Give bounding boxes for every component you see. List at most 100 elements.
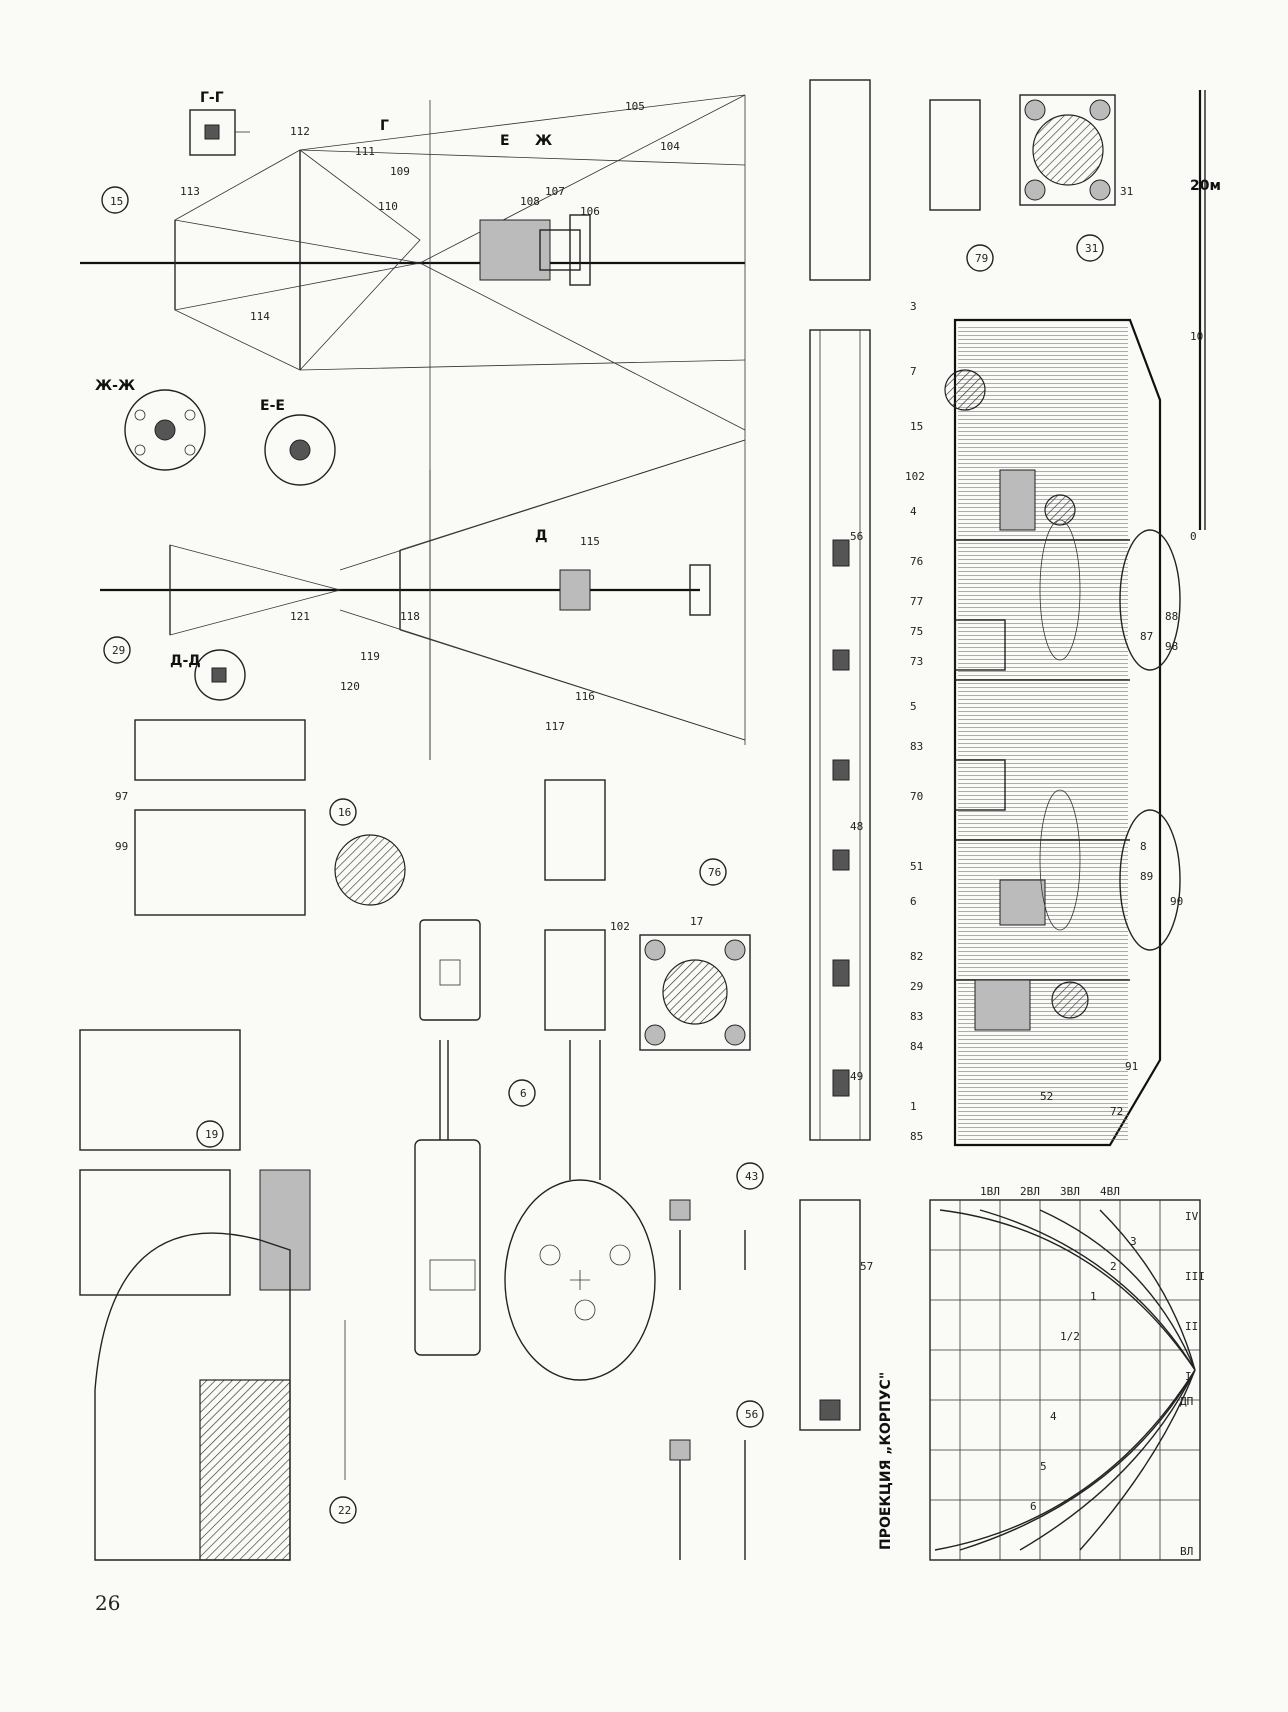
plan-callout-88: 88: [1165, 610, 1178, 623]
callout-121: 121: [290, 610, 310, 623]
plan-callout-89: 89: [1140, 870, 1153, 883]
circled-31: 31: [1085, 242, 1098, 255]
section-d-d: [194, 649, 246, 701]
plan-callout-51: 51: [910, 860, 923, 873]
circled-76: 76: [708, 866, 721, 879]
body-line-1VL: 1ВЛ: [980, 1185, 1000, 1198]
callout-110: 110: [378, 200, 398, 213]
callout-113: 113: [180, 185, 200, 198]
plan-callout-6: 6: [910, 895, 917, 908]
label-section-dd: Д-Д: [170, 653, 201, 669]
searchlight-box: [419, 919, 481, 1021]
plan-callout-90: 90: [1170, 895, 1183, 908]
section-e-e: [264, 414, 336, 486]
plan-callout-83b: 83: [910, 1010, 923, 1023]
label-section-g: Г: [380, 118, 389, 134]
callout-104: 104: [660, 140, 680, 153]
turret-side-view: [414, 1040, 481, 1356]
plan-callout-82: 82: [910, 950, 923, 963]
body-line-2: 2: [1110, 1260, 1117, 1273]
plan-callout-91: 91: [1125, 1060, 1138, 1073]
plan-callout-84: 84: [910, 1040, 924, 1053]
part-callout-17: 17: [690, 915, 703, 928]
foremast-drawing: [80, 94, 746, 440]
callout-109: 109: [390, 165, 410, 178]
body-line-2VL: 2ВЛ: [1020, 1185, 1040, 1198]
body-line-3: 3: [1130, 1235, 1137, 1248]
callout-116: 116: [575, 690, 595, 703]
part-callout-31: 31: [1120, 185, 1133, 198]
callout-111: 111: [355, 145, 375, 158]
label-section-e: Е: [500, 133, 510, 149]
page-number: 26: [95, 1591, 120, 1615]
callout-106: 106: [580, 205, 600, 218]
section-zh-zh: [124, 389, 206, 471]
plan-callout-4: 4: [910, 505, 917, 518]
callout-117: 117: [545, 720, 565, 733]
projection-title: ПРОЕКЦИЯ „КОРПУС": [878, 1372, 894, 1550]
part-19: [79, 1029, 311, 1296]
scale-label-10: 10: [1190, 330, 1203, 343]
plan-callout-7: 7: [910, 365, 917, 378]
callout-120: 120: [340, 680, 360, 693]
plan-callout-98: 98: [1165, 640, 1178, 653]
body-line-I: I: [1185, 1370, 1192, 1383]
body-line-3VL: 3ВЛ: [1060, 1185, 1080, 1198]
mainmast-drawing: [100, 439, 746, 760]
part-callout-99: 99: [115, 840, 128, 853]
plan-callout-73: 73: [910, 655, 923, 668]
circled-29: 29: [112, 644, 125, 657]
plan-callout-77: 77: [910, 595, 923, 608]
part-76: [639, 934, 751, 1051]
plan-callout-85: 85: [910, 1130, 923, 1143]
circled-79: 79: [975, 252, 988, 265]
body-plan: [929, 1199, 1201, 1561]
body-line-III: III: [1185, 1270, 1205, 1283]
small-guns: [669, 1199, 746, 1560]
plan-callout-83a: 83: [910, 740, 923, 753]
part-31: [929, 94, 1116, 211]
body-line-5: 5: [1040, 1460, 1047, 1473]
plan-callout-52: 52: [1040, 1090, 1053, 1103]
callout-108: 108: [520, 195, 540, 208]
body-line-4VL: 4ВЛ: [1100, 1185, 1120, 1198]
callout-115: 115: [580, 535, 600, 548]
callout-107: 107: [545, 185, 565, 198]
part-callout-57: 57: [860, 1260, 873, 1273]
circled-56: 56: [745, 1408, 758, 1421]
plan-callout-87: 87: [1140, 630, 1153, 643]
part-22-bridge: [94, 1232, 346, 1561]
labels: Г-Г Ж-Ж Е-Е Д-Д Г Е Ж Д 15 29 16 19 22 6…: [95, 90, 1221, 1615]
plan-callout-1: 1: [910, 1100, 917, 1113]
plan-callout-72: 72: [1110, 1105, 1123, 1118]
part-102: [544, 779, 606, 1031]
circled-43: 43: [745, 1170, 758, 1183]
scale-label-0: 0: [1190, 530, 1197, 543]
plan-callout-102: 102: [905, 470, 925, 483]
circled-15: 15: [110, 195, 123, 208]
turret-plan-view: [504, 1040, 656, 1381]
body-line-IV: IV: [1185, 1210, 1199, 1223]
body-line-4: 4: [1050, 1410, 1057, 1423]
circled-22: 22: [338, 1504, 351, 1517]
part-16: [134, 719, 406, 916]
label-section-zh: Ж: [535, 133, 552, 149]
part-callout-102: 102: [610, 920, 630, 933]
plan-callout-29: 29: [910, 980, 923, 993]
body-line-6: 6: [1030, 1500, 1037, 1513]
plan-callout-76: 76: [910, 555, 923, 568]
scale-bar: [1198, 90, 1206, 530]
plan-callout-75: 75: [910, 625, 923, 638]
body-line-DP: ДП: [1180, 1395, 1193, 1408]
hull-plan: [944, 318, 1181, 1147]
body-line-VL: ВЛ: [1180, 1545, 1193, 1558]
body-line-half: 1/2: [1060, 1330, 1080, 1343]
part-callout-56: 56: [850, 530, 863, 543]
callout-114: 114: [250, 310, 270, 323]
callout-118: 118: [400, 610, 420, 623]
plan-callout-70: 70: [910, 790, 923, 803]
label-section-zhzh: Ж-Ж: [95, 378, 135, 394]
callout-119: 119: [360, 650, 380, 663]
circled-6: 6: [520, 1087, 527, 1100]
